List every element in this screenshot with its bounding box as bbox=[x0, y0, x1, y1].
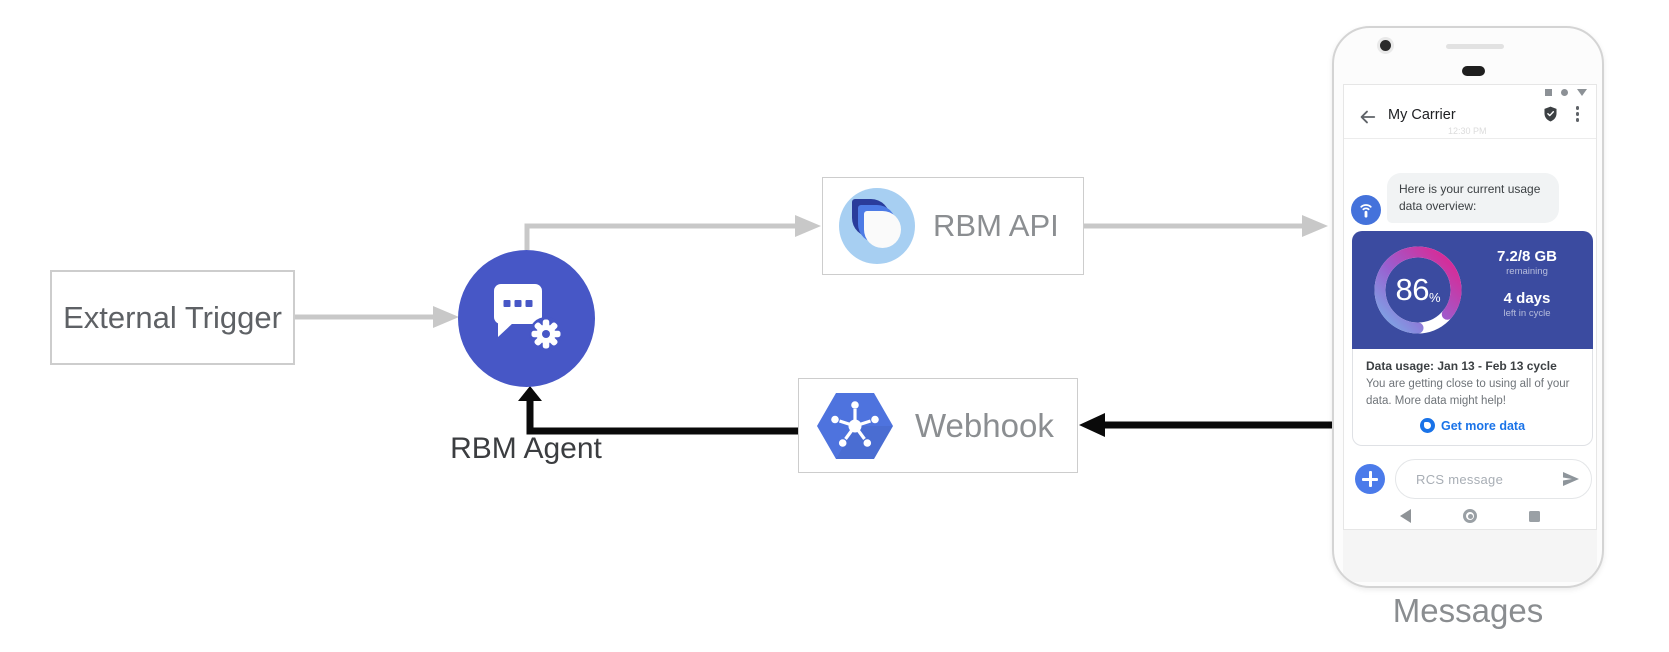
chat-agent-icon bbox=[494, 284, 563, 351]
rbm-api-node: RBM API bbox=[822, 177, 1084, 275]
usage-card-details: Data usage: Jan 13 - Feb 13 cycle You ar… bbox=[1352, 349, 1593, 447]
arrow-agent-to-api bbox=[524, 223, 795, 250]
message-timestamp: 12:30 PM bbox=[1448, 126, 1487, 136]
status-dot-icon bbox=[1561, 89, 1568, 96]
get-more-data-button[interactable]: Get more data bbox=[1366, 418, 1579, 434]
camera-icon bbox=[1380, 40, 1391, 51]
status-square-icon bbox=[1545, 89, 1552, 96]
usage-gauge: 86 % bbox=[1370, 242, 1466, 338]
conversation-header: My Carrier bbox=[1344, 101, 1596, 137]
verified-shield-icon bbox=[1544, 106, 1557, 122]
message-compose-field[interactable] bbox=[1395, 459, 1592, 499]
status-triangle-icon bbox=[1577, 89, 1587, 96]
chat-bubble: Here is your current usage data overview… bbox=[1387, 173, 1559, 223]
phone-mockup: My Carrier 12:30 PM Here is your current… bbox=[1332, 26, 1604, 588]
usage-card: 86 % 7.2/8 GB remaining 4 days left in c… bbox=[1352, 231, 1593, 447]
webhook-label: Webhook bbox=[915, 406, 1054, 444]
earpiece bbox=[1462, 66, 1485, 76]
webhook-hexagon-icon bbox=[817, 392, 893, 459]
nav-back-button[interactable] bbox=[1400, 509, 1411, 523]
external-trigger-label: External Trigger bbox=[63, 299, 282, 335]
status-bar bbox=[1545, 89, 1587, 96]
black-arrows bbox=[526, 401, 1332, 435]
logo-drop-white bbox=[864, 211, 901, 248]
send-icon[interactable] bbox=[1561, 469, 1581, 489]
nav-home-button[interactable] bbox=[1463, 509, 1477, 523]
conversation-title: My Carrier bbox=[1388, 107, 1456, 123]
black-arrowheads bbox=[518, 386, 1105, 437]
rbm-agent-label: RBM Agent bbox=[450, 432, 602, 465]
messages-caption: Messages bbox=[1392, 592, 1544, 629]
back-arrow-icon[interactable] bbox=[1357, 107, 1377, 127]
attach-plus-button[interactable] bbox=[1355, 464, 1385, 494]
header-divider bbox=[1344, 138, 1596, 139]
external-trigger-node: External Trigger bbox=[50, 270, 295, 365]
gray-arrowheads bbox=[433, 215, 1328, 328]
carrier-avatar bbox=[1351, 195, 1381, 225]
usage-card-chart-panel: 86 % 7.2/8 GB remaining 4 days left in c… bbox=[1352, 231, 1593, 349]
gray-arrows bbox=[295, 223, 1302, 320]
data-remaining-value: 7.2/8 GB bbox=[1496, 248, 1558, 265]
get-more-data-label: Get more data bbox=[1440, 418, 1526, 433]
arrow-webhook-to-agent bbox=[526, 401, 798, 435]
overflow-menu-icon[interactable] bbox=[1575, 106, 1579, 122]
days-left-caption: left in cycle bbox=[1503, 308, 1551, 319]
rbm-agent-node bbox=[458, 250, 595, 387]
days-left-value: 4 days bbox=[1503, 290, 1551, 307]
usage-stats: 7.2/8 GB remaining 4 days left in cycle bbox=[1473, 248, 1581, 319]
broadcast-antenna-icon bbox=[1360, 204, 1372, 218]
rcs-message-input[interactable] bbox=[1414, 470, 1561, 488]
hub-nodes bbox=[831, 400, 879, 447]
nav-recents-button[interactable] bbox=[1529, 510, 1540, 522]
rbm-api-label: RBM API bbox=[933, 208, 1059, 243]
gauge-percent: 86 % bbox=[1395, 272, 1441, 307]
rbm-api-logo-icon bbox=[839, 188, 915, 264]
data-remaining-caption: remaining bbox=[1506, 266, 1548, 277]
usage-card-body: You are getting close to using all of yo… bbox=[1366, 378, 1570, 407]
gauge-arc bbox=[1374, 246, 1462, 334]
phone-screen: My Carrier 12:30 PM Here is your current… bbox=[1343, 84, 1597, 530]
usage-card-title: Data usage: Jan 13 - Feb 13 cycle bbox=[1366, 359, 1557, 373]
data-drop-icon bbox=[1419, 418, 1435, 434]
android-nav-bar bbox=[1344, 509, 1596, 523]
speaker-grille bbox=[1446, 44, 1504, 49]
webhook-node: Webhook bbox=[798, 378, 1078, 473]
phone-chin bbox=[1343, 530, 1597, 582]
